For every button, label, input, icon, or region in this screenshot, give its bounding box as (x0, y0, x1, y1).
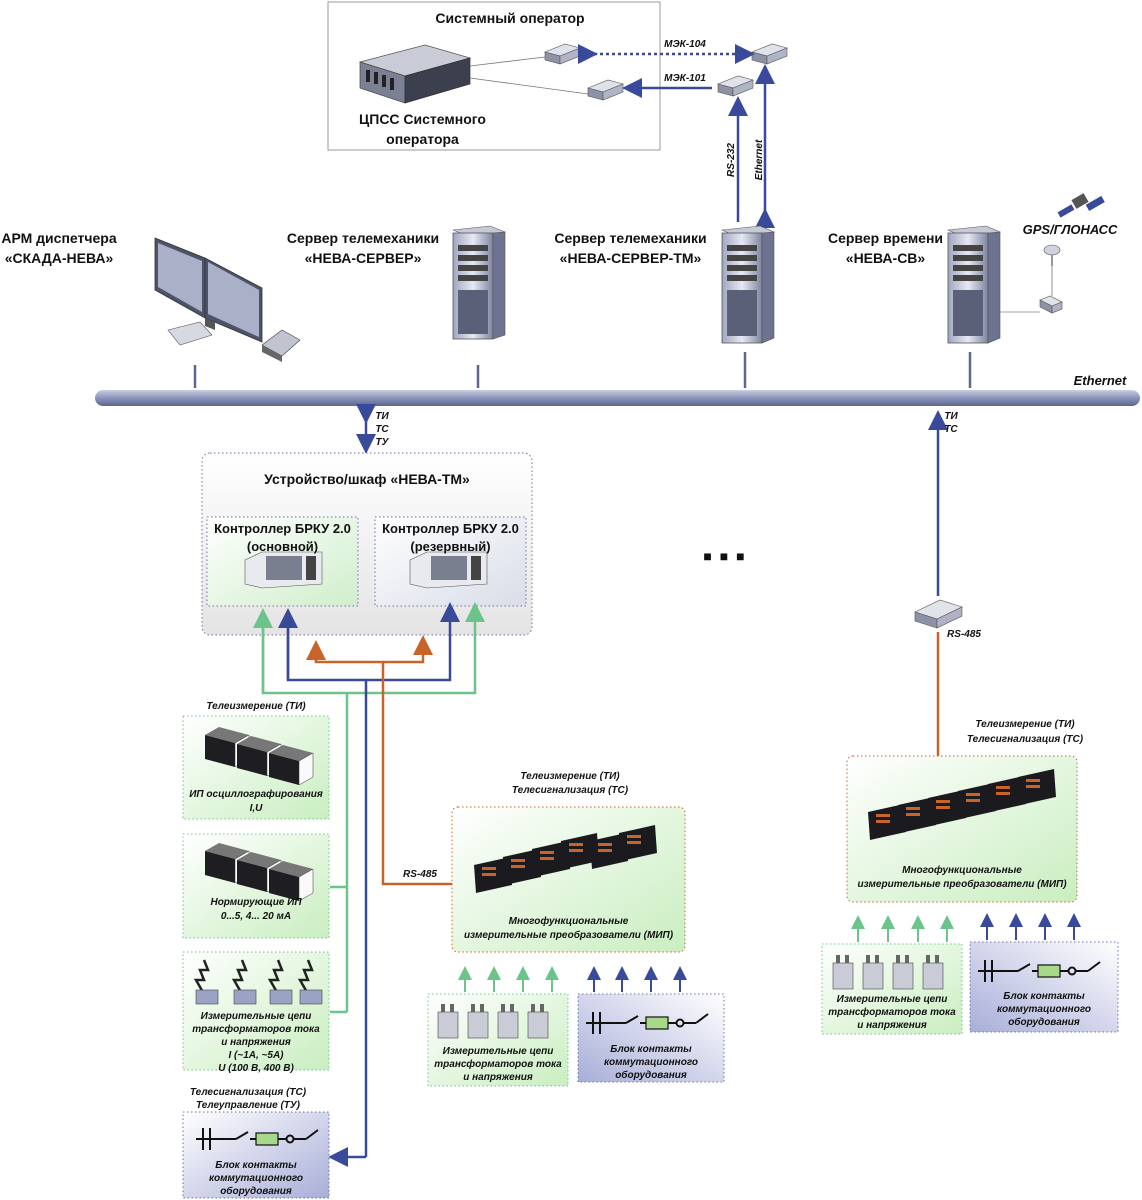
left-block-box (182, 1111, 330, 1199)
center-block-label-line2: коммутационного (603, 1057, 699, 1068)
center-transformers-icon (437, 1004, 549, 1039)
center-mip-label-line2: измерительные преобразователи (МИП) (463, 930, 674, 941)
right-rs485-label: RS-485 (947, 629, 981, 640)
cpss-rack-server-icon (358, 44, 472, 104)
norm-label-line1: Нормирующие ИП (210, 897, 302, 908)
arm-label-line2: «СКАДА-НЕВА» (4, 250, 114, 266)
right-block-label-line3: оборудования (1008, 1017, 1080, 1028)
center-block-box (577, 993, 725, 1083)
center-rs485-label: RS-485 (403, 869, 437, 880)
gps-receiver-icon (1039, 295, 1063, 314)
arm-workstation-icon (154, 237, 301, 362)
center-circuits-label-line3: и напряжения (463, 1072, 533, 1083)
right-switchgear-icon (978, 960, 1101, 982)
rs232-label: RS-232 (726, 143, 737, 177)
right-transformers-icon (832, 955, 944, 990)
left-block-label-line1: Блок контакты (215, 1160, 297, 1171)
tt-label-line1: Измерительные цепи (200, 1011, 312, 1022)
server-neva-icon (452, 225, 507, 340)
osc-label-line1: ИП осциллографирования (189, 789, 323, 800)
ethernet-vertical-label: Ethernet (754, 139, 765, 181)
time-server-label-line2: «НЕВА-СВ» (845, 250, 926, 266)
server1-label-line2: «НЕВА-СЕРВЕР» (304, 250, 422, 266)
gps-label: GPS/ГЛОНАСС (1022, 222, 1118, 237)
ctrl-res-label-line2: (резервный) (410, 539, 491, 554)
right-signal-ts: ТС (944, 424, 958, 435)
right-block-box (969, 941, 1119, 1033)
right-header-line1: Телеизмерение (ТИ) (975, 719, 1075, 730)
server2-label-line1: Сервер телемеханики (554, 230, 707, 246)
tt-label-line2: трансформаторов тока (192, 1024, 320, 1035)
ctrl-main-label-line2: (основной) (246, 539, 319, 554)
operator-title: Системный оператор (435, 10, 585, 26)
right-block-label-line2: коммутационного (996, 1004, 1092, 1015)
center-switchgear-icon (586, 1012, 709, 1034)
right-mip-devices-icon (868, 769, 1056, 840)
tt-label-line3: и напряжения (221, 1037, 291, 1048)
server1-label-line1: Сервер телемеханики (286, 230, 440, 246)
gps-antenna-icon (1043, 244, 1061, 296)
transformers-icon (193, 959, 323, 1005)
center-mip-devices-icon (474, 825, 657, 893)
right-signal-ti: ТИ (944, 411, 958, 422)
left-ts-header-line1: Телесигнализация (ТС) (189, 1087, 307, 1098)
controller-reserve-icon (409, 551, 488, 589)
right-mip-label-line1: Многофункциональные (902, 865, 1022, 876)
right-circuits-label-line1: Измерительные цепи (836, 994, 948, 1005)
right-header-line2: Телесигнализация (ТС) (966, 734, 1084, 745)
center-header-line2: Телесигнализация (ТС) (511, 785, 629, 796)
left-ti-header: Телеизмерение (ТИ) (206, 701, 306, 712)
center-block-label-line1: Блок контакты (610, 1044, 692, 1055)
server-neva-tm-icon (720, 225, 776, 344)
right-mip-label-line2: измерительные преобразователи (МИП) (857, 879, 1067, 890)
mek104-label: МЭК-104 (664, 39, 706, 50)
cabinet-title: Устройство/шкаф «НЕВА-ТМ» (264, 471, 470, 487)
norm-devices-icon (205, 843, 314, 902)
orange-bus (314, 635, 433, 664)
norm-label-line2: 0...5, 4... 20 мА (220, 911, 292, 922)
ethernet-bus-label: Ethernet (1073, 373, 1127, 388)
left-switchgear-icon (196, 1128, 319, 1150)
right-circuits-label-line2: трансформаторов тока (828, 1007, 956, 1018)
switch-icon-4 (717, 75, 754, 97)
center-circuits-label-line1: Измерительные цепи (442, 1046, 554, 1057)
cpss-label-line2: оператора (386, 131, 459, 147)
center-block-label-line3: оборудования (615, 1070, 687, 1081)
ellipsis: ■ ■ ■ (703, 548, 747, 564)
center-mip-label-line1: Многофункциональные (508, 916, 629, 927)
cpss-label-line1: ЦПСС Системного (359, 111, 486, 127)
left-ts-header-line2: Телеуправление (ТУ) (196, 1100, 300, 1111)
osc-devices-icon (205, 727, 314, 786)
controller-main-icon (244, 551, 323, 589)
left-block-label-line2: коммутационного (208, 1173, 304, 1184)
left-signal-ts: ТС (375, 424, 389, 435)
right-circuits-label-line3: и напряжения (857, 1020, 927, 1031)
left-signal-tu: ТУ (375, 437, 389, 448)
switch-icon-1 (544, 43, 581, 65)
center-header-line1: Телеизмерение (ТИ) (520, 771, 620, 782)
server2-label-line2: «НЕВА-СЕРВЕР-ТМ» (559, 250, 702, 266)
right-block-label-line1: Блок контакты (1003, 991, 1085, 1002)
right-switch-icon (914, 599, 963, 629)
ctrl-main-label-line1: Контроллер БРКУ 2.0 (214, 521, 351, 536)
gps-satellite-icon (1057, 193, 1105, 218)
tt-label-line5: U (100 В, 400 В) (218, 1063, 294, 1074)
osc-label-line2: I,U (249, 803, 263, 814)
left-signal-ti: ТИ (375, 411, 389, 422)
ctrl-res-label-line1: Контроллер БРКУ 2.0 (382, 521, 519, 536)
left-block-label-line3: оборудования (220, 1186, 292, 1197)
mek101-label: МЭК-101 (664, 73, 706, 84)
time-server-label-line1: Сервер времени (827, 230, 944, 246)
arm-label-line1: АРМ диспетчера (1, 230, 117, 246)
center-circuits-label-line2: трансформаторов тока (434, 1059, 562, 1070)
time-server-icon (946, 225, 1002, 344)
orange-riser (381, 662, 455, 886)
switch-icon-3 (751, 43, 788, 65)
tt-label-line4: I (~1А, ~5А) (228, 1050, 284, 1061)
ethernet-bus (95, 390, 1140, 406)
